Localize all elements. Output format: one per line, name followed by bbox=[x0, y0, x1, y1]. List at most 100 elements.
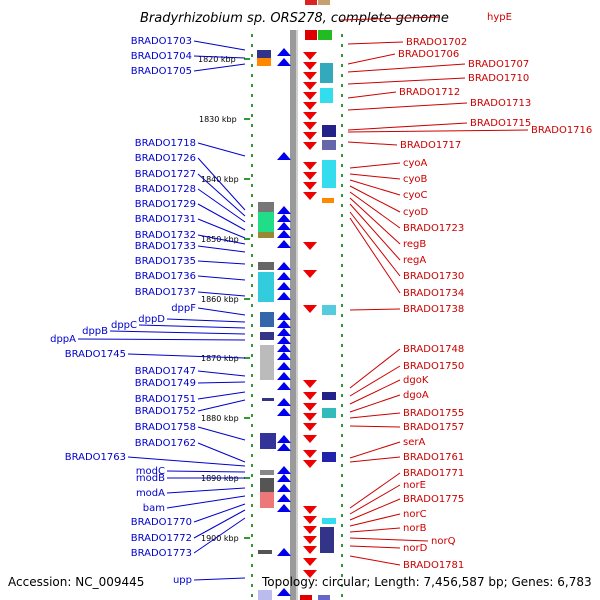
feature-block bbox=[300, 595, 312, 600]
gene-label-brado1715[interactable]: BRADO1715 bbox=[470, 118, 531, 129]
gene-label-brado1712[interactable]: BRADO1712 bbox=[399, 87, 460, 98]
gene-label-brado1702[interactable]: BRADO1702 bbox=[406, 37, 467, 48]
gene-label-sera[interactable]: serA bbox=[403, 437, 425, 448]
gene-label-brado1758[interactable]: BRADO1758 bbox=[135, 422, 196, 433]
gene-label-brado1729[interactable]: BRADO1729 bbox=[135, 199, 196, 210]
gene-label-cyoc[interactable]: cyoC bbox=[403, 190, 428, 201]
gene-label-bam[interactable]: bam bbox=[143, 503, 165, 514]
gene-label-dppa[interactable]: dppA bbox=[50, 334, 76, 345]
gene-label-brado1750[interactable]: BRADO1750 bbox=[403, 361, 464, 372]
gene-label-norb[interactable]: norB bbox=[403, 523, 427, 534]
gene-label-brado1704[interactable]: BRADO1704 bbox=[131, 51, 192, 62]
gene-label-brado1781[interactable]: BRADO1781 bbox=[403, 560, 464, 571]
scale-dot bbox=[251, 44, 253, 47]
gene-label-norc[interactable]: norC bbox=[403, 509, 427, 520]
gene-label-brado1734[interactable]: BRADO1734 bbox=[403, 288, 464, 299]
gene-label-brado1718[interactable]: BRADO1718 bbox=[135, 138, 196, 149]
gene-label-brado1748[interactable]: BRADO1748 bbox=[403, 344, 464, 355]
gene-label-rega[interactable]: regA bbox=[403, 255, 426, 266]
gene-label-brado1707[interactable]: BRADO1707 bbox=[468, 59, 529, 70]
gene-label-brado1762[interactable]: BRADO1762 bbox=[135, 438, 196, 449]
gene-label-brado1752[interactable]: BRADO1752 bbox=[135, 406, 196, 417]
gene-label-brado1747[interactable]: BRADO1747 bbox=[135, 366, 196, 377]
gene-label-brado1737[interactable]: BRADO1737 bbox=[135, 287, 196, 298]
gene-label-dgoa[interactable]: dgoA bbox=[403, 390, 429, 401]
gene-label-brado1771[interactable]: BRADO1771 bbox=[403, 468, 464, 479]
gene-label-brado1736[interactable]: BRADO1736 bbox=[135, 271, 196, 282]
reverse-gene-arrow bbox=[303, 242, 317, 250]
reverse-gene-arrow bbox=[303, 182, 317, 190]
feature-block bbox=[260, 433, 276, 449]
gene-label-moda[interactable]: modA bbox=[136, 488, 165, 499]
gene-label-regb[interactable]: regB bbox=[403, 239, 426, 250]
gene-label-brado1710[interactable]: BRADO1710 bbox=[468, 73, 529, 84]
gene-label-dppd[interactable]: dppD bbox=[138, 314, 165, 325]
gene-label-upp[interactable]: upp bbox=[173, 575, 192, 586]
gene-label-nord[interactable]: norD bbox=[403, 543, 428, 554]
scale-dot bbox=[251, 374, 253, 377]
gene-label-brado1733[interactable]: BRADO1733 bbox=[135, 241, 196, 252]
gene-label-brado1732[interactable]: BRADO1732 bbox=[135, 230, 196, 241]
gene-label-brado1706[interactable]: BRADO1706 bbox=[398, 49, 459, 60]
gene-label-brado1727[interactable]: BRADO1727 bbox=[135, 169, 196, 180]
gene-leader-line bbox=[349, 472, 401, 509]
reverse-gene-arrow bbox=[303, 435, 317, 443]
scale-dot bbox=[341, 144, 343, 147]
gene-label-brado1745[interactable]: BRADO1745 bbox=[65, 349, 126, 360]
scale-dot bbox=[341, 294, 343, 297]
gene-label-brado1757[interactable]: BRADO1757 bbox=[403, 422, 464, 433]
forward-gene-arrow bbox=[277, 58, 291, 66]
gene-label-nore[interactable]: norE bbox=[403, 480, 426, 491]
scale-dot bbox=[251, 204, 253, 207]
gene-label-cyoa[interactable]: cyoA bbox=[403, 158, 428, 169]
gene-leader-line bbox=[349, 484, 401, 515]
forward-gene-arrow bbox=[277, 312, 291, 320]
gene-label-brado1773[interactable]: BRADO1773 bbox=[131, 548, 192, 559]
gene-label-brado1723[interactable]: BRADO1723 bbox=[403, 223, 464, 234]
gene-label-brado1755[interactable]: BRADO1755 bbox=[403, 408, 464, 419]
gene-label-brado1713[interactable]: BRADO1713 bbox=[470, 98, 531, 109]
gene-label-brado1726[interactable]: BRADO1726 bbox=[135, 153, 196, 164]
gene-leader-line bbox=[197, 234, 246, 245]
gene-label-hype[interactable]: hypE bbox=[487, 12, 512, 23]
gene-label-brado1716[interactable]: BRADO1716 bbox=[531, 125, 592, 136]
gene-label-modb[interactable]: modB bbox=[136, 473, 165, 484]
scale-dot bbox=[251, 404, 253, 407]
scale-dot bbox=[341, 264, 343, 267]
gene-label-cyod[interactable]: cyoD bbox=[403, 207, 429, 218]
gene-label-brado1772[interactable]: BRADO1772 bbox=[131, 533, 192, 544]
gene-label-brado1738[interactable]: BRADO1738 bbox=[403, 304, 464, 315]
scale-dot bbox=[251, 454, 253, 457]
scale-dot bbox=[251, 594, 253, 597]
gene-label-brado1730[interactable]: BRADO1730 bbox=[403, 271, 464, 282]
forward-gene-arrow bbox=[277, 336, 291, 344]
gene-label-brado1703[interactable]: BRADO1703 bbox=[131, 36, 192, 47]
gene-label-brado1717[interactable]: BRADO1717 bbox=[400, 140, 461, 151]
scale-dot bbox=[341, 274, 343, 277]
gene-label-brado1770[interactable]: BRADO1770 bbox=[131, 517, 192, 528]
gene-leader-line bbox=[347, 41, 404, 45]
forward-gene-arrow bbox=[277, 214, 291, 222]
gene-label-dgok[interactable]: dgoK bbox=[403, 375, 429, 386]
gene-label-brado1735[interactable]: BRADO1735 bbox=[135, 256, 196, 267]
gene-label-dppf[interactable]: dppF bbox=[171, 303, 196, 314]
gene-label-dppc[interactable]: dppC bbox=[111, 320, 137, 331]
gene-label-brado1775[interactable]: BRADO1775 bbox=[403, 494, 464, 505]
gene-leader-line bbox=[349, 179, 401, 196]
reverse-gene-arrow bbox=[303, 460, 317, 468]
gene-label-brado1761[interactable]: BRADO1761 bbox=[403, 452, 464, 463]
gene-label-norq[interactable]: norQ bbox=[431, 536, 456, 547]
gene-label-modc[interactable]: modC bbox=[136, 466, 165, 477]
gene-label-brado1763[interactable]: BRADO1763 bbox=[65, 452, 126, 463]
gene-label-brado1751[interactable]: BRADO1751 bbox=[135, 394, 196, 405]
gene-label-brado1705[interactable]: BRADO1705 bbox=[131, 66, 192, 77]
gene-label-dppb[interactable]: dppB bbox=[82, 326, 108, 337]
scale-dot bbox=[341, 164, 343, 167]
gene-label-brado1731[interactable]: BRADO1731 bbox=[135, 214, 196, 225]
gene-leader-line bbox=[347, 91, 397, 99]
scale-dot bbox=[341, 574, 343, 577]
gene-label-brado1749[interactable]: BRADO1749 bbox=[135, 378, 196, 389]
gene-label-brado1728[interactable]: BRADO1728 bbox=[135, 184, 196, 195]
gene-label-cyob[interactable]: cyoB bbox=[403, 174, 428, 185]
forward-gene-arrow bbox=[277, 382, 291, 390]
